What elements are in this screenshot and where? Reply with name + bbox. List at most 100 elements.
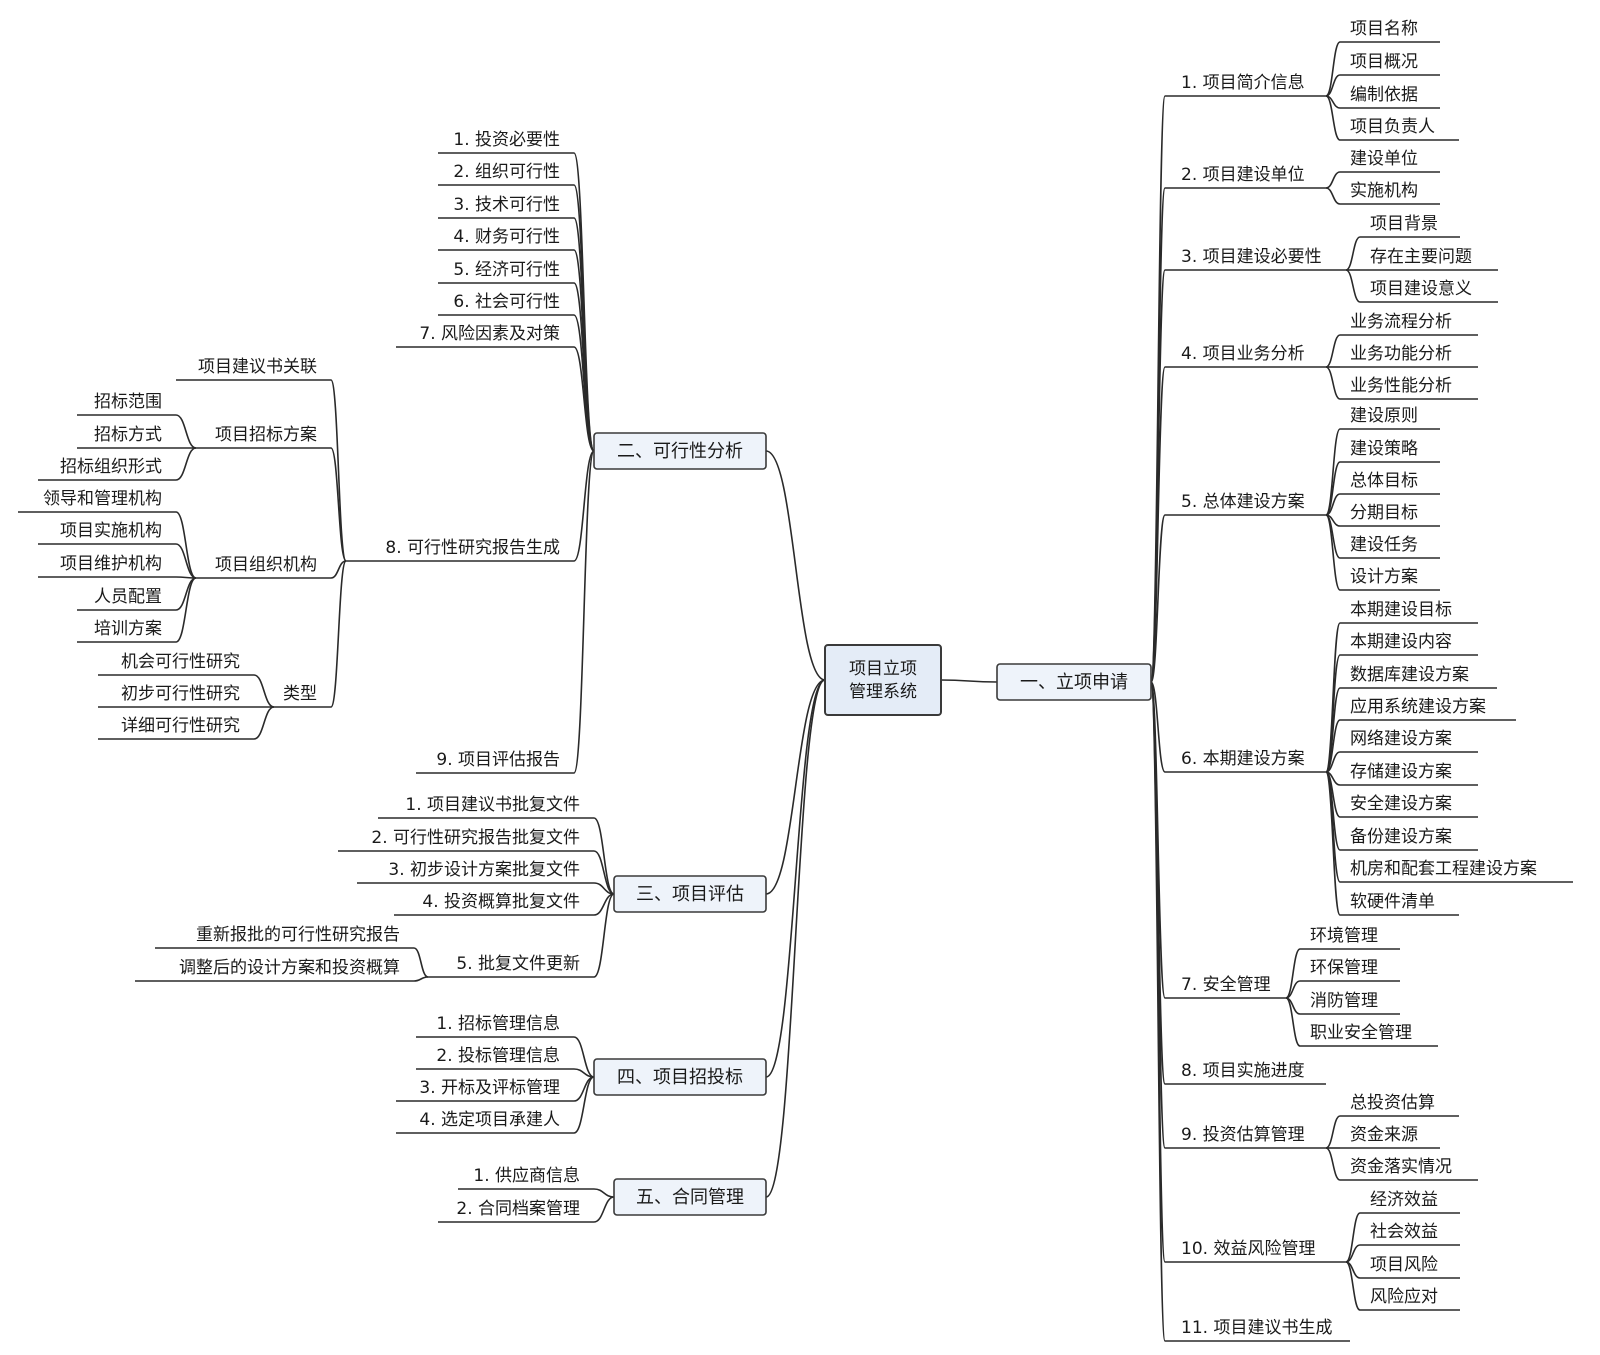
subtopic-node[interactable]: 职业安全管理 (1310, 1023, 1412, 1043)
subtopic-node[interactable]: 建设策略 (1350, 439, 1418, 459)
subtopic-node[interactable]: 实施机构 (1350, 181, 1418, 201)
subtopic-node[interactable]: 项目建议书关联 (198, 357, 317, 377)
leaf-node[interactable]: 机会可行性研究 (121, 652, 240, 672)
connector-line (1285, 948, 1301, 999)
subtopic-node[interactable]: 存储建设方案 (1350, 762, 1452, 782)
connector-line (1325, 514, 1341, 591)
subtopic-node[interactable]: 资金来源 (1350, 1125, 1418, 1145)
leaf-node[interactable]: 初步可行性研究 (121, 684, 240, 704)
connector-line (765, 679, 826, 1198)
topic-node[interactable]: 1. 项目建议书批复文件 (405, 795, 580, 815)
subtopic-node[interactable]: 资金落实情况 (1350, 1157, 1452, 1177)
subtopic-node[interactable]: 项目建设意义 (1370, 279, 1472, 299)
connector-line (1325, 95, 1341, 141)
subtopic-node[interactable]: 网络建设方案 (1350, 729, 1452, 749)
subtopic-node[interactable]: 设计方案 (1350, 567, 1418, 587)
connector-line (1325, 751, 1341, 773)
leaf-node[interactable]: 项目实施机构 (60, 521, 162, 541)
leaf-node[interactable]: 领导和管理机构 (43, 489, 162, 509)
topic-node[interactable]: 6. 社会可行性 (453, 292, 560, 312)
subtopic-node[interactable]: 项目背景 (1370, 214, 1438, 234)
leaf-node[interactable]: 招标组织形式 (60, 457, 162, 477)
topic-node[interactable]: 5. 总体建设方案 (1181, 492, 1305, 512)
topic-node[interactable]: 3. 项目建设必要性 (1181, 247, 1322, 267)
subtopic-node[interactable]: 安全建设方案 (1350, 794, 1452, 814)
subtopic-node[interactable]: 风险应对 (1370, 1287, 1438, 1307)
topic-node[interactable]: 9. 项目评估报告 (436, 750, 560, 770)
leaf-node[interactable]: 培训方案 (94, 619, 162, 639)
topic-node[interactable]: 2. 投标管理信息 (436, 1046, 560, 1066)
topic-node[interactable]: 2. 可行性研究报告批复文件 (371, 828, 580, 848)
subtopic-node[interactable]: 数据库建设方案 (1350, 665, 1469, 685)
subtopic-node[interactable]: 业务性能分析 (1350, 376, 1452, 396)
subtopic-node[interactable]: 业务功能分析 (1350, 344, 1452, 364)
leaf-node[interactable]: 项目维护机构 (60, 554, 162, 574)
topic-node[interactable]: 4. 选定项目承建人 (419, 1110, 560, 1130)
leaf-node[interactable]: 重新报批的可行性研究报告 (196, 925, 400, 945)
topic-node[interactable]: 9. 投资估算管理 (1181, 1125, 1305, 1145)
topic-node[interactable]: 8. 项目实施进度 (1181, 1061, 1305, 1081)
leaf-node[interactable]: 人员配置 (94, 587, 162, 607)
subtopic-node[interactable]: 消防管理 (1310, 991, 1378, 1011)
subtopic-node[interactable]: 项目风险 (1370, 1255, 1438, 1275)
topic-node[interactable]: 4. 项目业务分析 (1181, 344, 1305, 364)
subtopic-node[interactable]: 应用系统建设方案 (1350, 697, 1486, 717)
topic-node[interactable]: 8. 可行性研究报告生成 (385, 538, 560, 558)
topic-node[interactable]: 3. 初步设计方案批复文件 (388, 860, 580, 880)
topic-node[interactable]: 1. 供应商信息 (473, 1166, 580, 1186)
subtopic-node[interactable]: 环境管理 (1310, 926, 1378, 946)
subtopic-node[interactable]: 分期目标 (1350, 503, 1418, 523)
subtopic-node[interactable]: 存在主要问题 (1370, 247, 1472, 267)
branch-b4[interactable]: 四、项目招投标 (593, 1058, 767, 1096)
topic-node[interactable]: 11. 项目建议书生成 (1181, 1318, 1332, 1338)
topic-node[interactable]: 3. 技术可行性 (453, 195, 560, 215)
subtopic-node[interactable]: 项目组织机构 (215, 555, 317, 575)
subtopic-node[interactable]: 本期建设内容 (1350, 632, 1452, 652)
topic-node[interactable]: 1. 项目简介信息 (1181, 73, 1305, 93)
subtopic-node[interactable]: 建设任务 (1350, 535, 1418, 555)
subtopic-node[interactable]: 环保管理 (1310, 958, 1378, 978)
leaf-node[interactable]: 详细可行性研究 (121, 716, 240, 736)
topic-node[interactable]: 6. 本期建设方案 (1181, 749, 1305, 769)
subtopic-node[interactable]: 项目名称 (1350, 19, 1418, 39)
topic-node[interactable]: 3. 开标及评标管理 (419, 1078, 560, 1098)
subtopic-node[interactable]: 备份建设方案 (1350, 827, 1452, 847)
subtopic-node[interactable]: 项目招标方案 (215, 425, 317, 445)
topic-node[interactable]: 5. 批复文件更新 (456, 954, 580, 974)
subtopic-node[interactable]: 项目负责人 (1350, 117, 1435, 137)
branch-b5[interactable]: 五、合同管理 (613, 1178, 767, 1216)
subtopic-node[interactable]: 类型 (283, 684, 317, 704)
subtopic-node[interactable]: 建设单位 (1350, 149, 1418, 169)
topic-node[interactable]: 4. 投资概算批复文件 (422, 892, 580, 912)
subtopic-node[interactable]: 总投资估算 (1350, 1093, 1435, 1113)
connector-line (573, 450, 595, 774)
branch-b1[interactable]: 一、立项申请 (996, 663, 1152, 701)
subtopic-node[interactable]: 软硬件清单 (1350, 892, 1435, 912)
topic-node[interactable]: 2. 合同档案管理 (456, 1199, 580, 1219)
subtopic-node[interactable]: 业务流程分析 (1350, 312, 1452, 332)
topic-node[interactable]: 7. 安全管理 (1181, 975, 1271, 995)
subtopic-node[interactable]: 建设原则 (1350, 406, 1418, 426)
subtopic-node[interactable]: 经济效益 (1370, 1190, 1438, 1210)
subtopic-node[interactable]: 本期建设目标 (1350, 600, 1452, 620)
topic-node[interactable]: 5. 经济可行性 (453, 260, 560, 280)
topic-node[interactable]: 2. 组织可行性 (453, 162, 560, 182)
subtopic-node[interactable]: 社会效益 (1370, 1222, 1438, 1242)
topic-node[interactable]: 1. 投资必要性 (453, 130, 560, 150)
leaf-node[interactable]: 调整后的设计方案和投资概算 (179, 958, 400, 978)
topic-node[interactable]: 7. 风险因素及对策 (419, 324, 560, 344)
leaf-node[interactable]: 招标范围 (94, 392, 162, 412)
branch-b2[interactable]: 二、可行性分析 (593, 432, 767, 470)
subtopic-node[interactable]: 总体目标 (1350, 471, 1418, 491)
connector-line (175, 543, 197, 579)
root-node[interactable]: 项目立项 管理系统 (824, 644, 942, 716)
subtopic-node[interactable]: 项目概况 (1350, 52, 1418, 72)
subtopic-node[interactable]: 机房和配套工程建设方案 (1350, 859, 1537, 879)
leaf-node[interactable]: 招标方式 (94, 425, 162, 445)
branch-b3[interactable]: 三、项目评估 (613, 875, 767, 913)
topic-node[interactable]: 10. 效益风险管理 (1181, 1239, 1315, 1259)
subtopic-node[interactable]: 编制依据 (1350, 85, 1418, 105)
topic-node[interactable]: 2. 项目建设单位 (1181, 165, 1305, 185)
topic-node[interactable]: 4. 财务可行性 (453, 227, 560, 247)
topic-node[interactable]: 1. 招标管理信息 (436, 1014, 560, 1034)
